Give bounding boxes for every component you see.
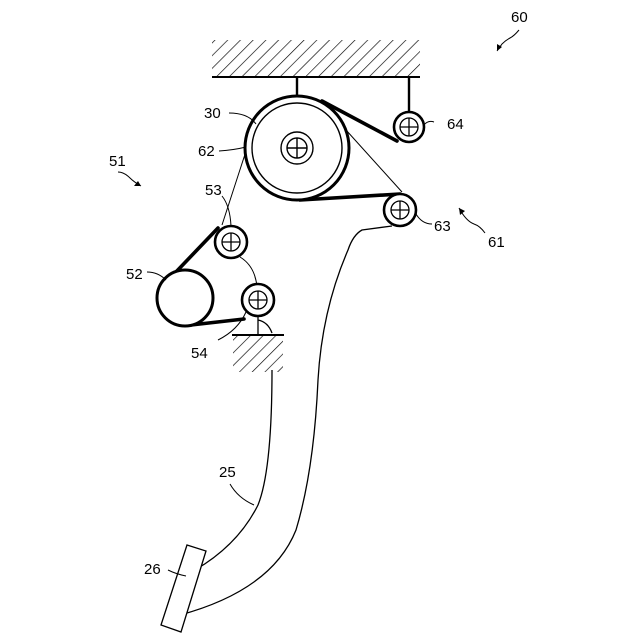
arrow-60-icon xyxy=(497,30,519,51)
arrow-51-icon xyxy=(118,172,141,186)
label-63: 63 xyxy=(434,218,451,235)
pulley-53-icon xyxy=(215,226,247,258)
label-52: 52 xyxy=(126,266,143,283)
label-26: 26 xyxy=(144,561,161,578)
pedal-arm xyxy=(180,226,392,615)
label-30: 30 xyxy=(204,105,221,122)
label-54: 54 xyxy=(191,345,208,362)
pulley-64-icon xyxy=(394,112,424,142)
label-64: 64 xyxy=(447,116,464,133)
label-53: 53 xyxy=(205,182,222,199)
label-60: 60 xyxy=(511,9,528,26)
upper-fixed-wall xyxy=(212,40,420,77)
label-25: 25 xyxy=(219,464,236,481)
pulley-52 xyxy=(157,270,213,326)
pulley-54-icon xyxy=(242,284,274,316)
arrow-61-icon xyxy=(459,208,485,233)
pedal-pad xyxy=(161,545,206,632)
label-61: 61 xyxy=(488,234,505,251)
label-62: 62 xyxy=(198,143,215,160)
main-pulley-axle-icon xyxy=(281,132,313,164)
lower-fixed-block xyxy=(232,335,284,372)
label-51: 51 xyxy=(109,153,126,170)
pulley-63-icon xyxy=(384,194,416,226)
